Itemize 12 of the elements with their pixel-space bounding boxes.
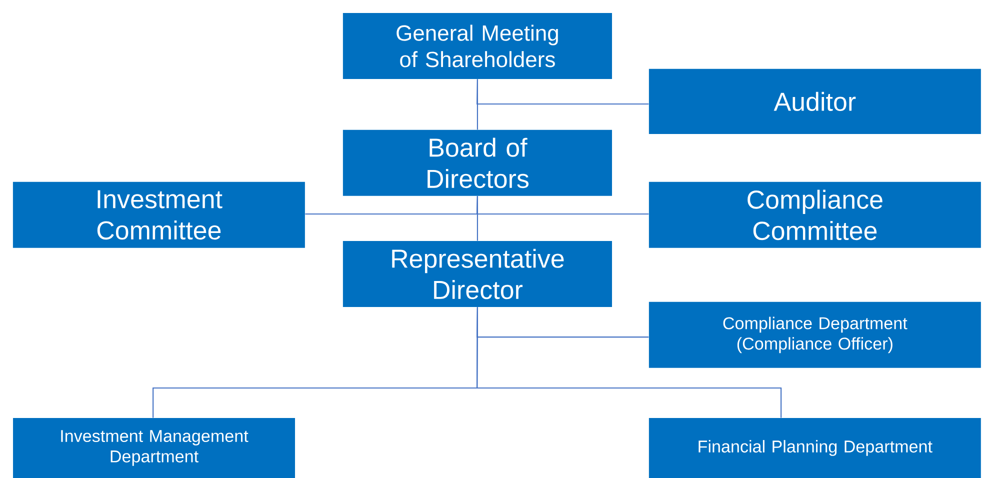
org-box: Compliance Committee [648,182,981,248]
connector-line [476,307,782,418]
org-box: General Meeting of Shareholders [342,13,612,79]
org-box: Representative Director [342,241,612,307]
org-box: Investment Management Department [13,418,295,478]
connector-line [476,79,649,105]
org-box: Investment Committee [12,182,305,248]
org-box: Financial Planning Department [648,418,981,478]
org-box: Auditor [648,68,981,134]
org-box: Board of Directors [342,130,612,196]
org-box: Compliance Department (Compliance Officer) [648,302,981,368]
connector-line [476,196,649,215]
